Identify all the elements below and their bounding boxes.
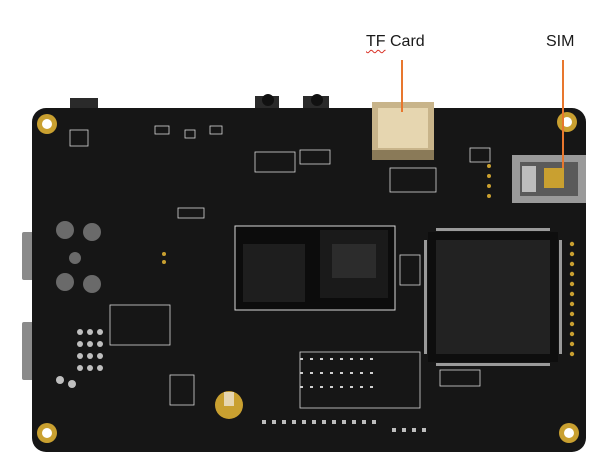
memory-chip-area bbox=[234, 225, 396, 311]
sim-card-slot bbox=[512, 155, 586, 203]
mounting-holes bbox=[37, 112, 579, 443]
sim-label: SIM bbox=[546, 33, 575, 50]
tf-card-label: TF Card bbox=[366, 33, 425, 51]
left-through-holes bbox=[56, 221, 101, 293]
bottom-pad-row bbox=[262, 420, 426, 432]
processor-chip bbox=[424, 228, 562, 366]
tf-card-label-prefix: TF bbox=[366, 33, 386, 50]
tf-card-slot bbox=[372, 102, 434, 160]
gold-pad-column bbox=[162, 164, 575, 357]
silkscreen-dots bbox=[300, 358, 373, 388]
header-pins bbox=[56, 329, 103, 388]
coin-component bbox=[215, 391, 243, 419]
tf-card-label-rest: Card bbox=[385, 33, 425, 50]
silkscreen-marks bbox=[69, 125, 491, 409]
